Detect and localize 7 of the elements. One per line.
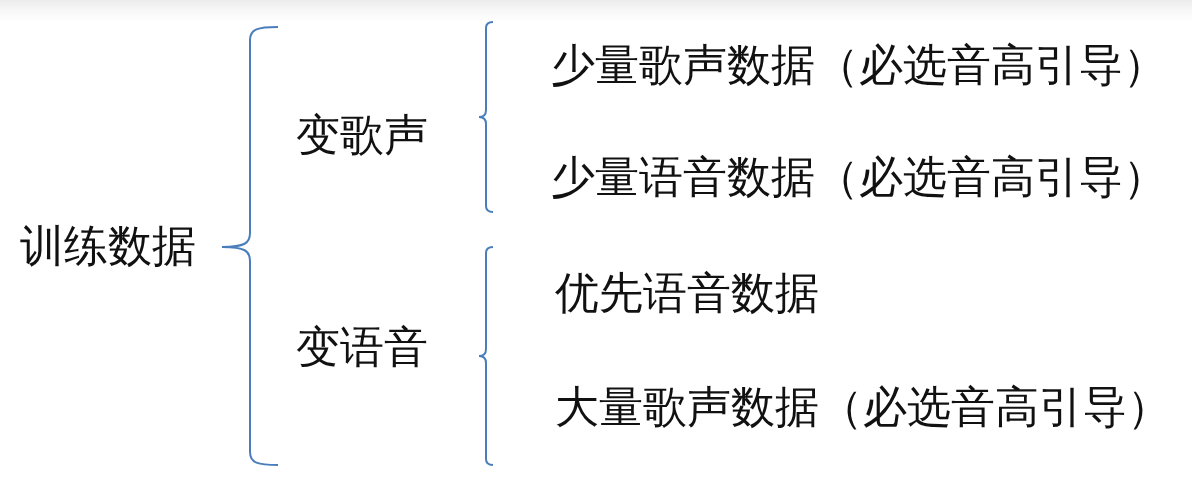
item-label: 少量语音数据（必选音高引导） <box>551 155 1167 199</box>
category-label: 变语音 <box>296 325 428 369</box>
item-label: 大量歌声数据（必选音高引导） <box>555 385 1171 429</box>
item-label: 优先语音数据 <box>555 271 819 315</box>
category-label: 变歌声 <box>296 113 428 157</box>
item-label: 少量歌声数据（必选音高引导） <box>551 43 1167 87</box>
category-label: 训练数据 <box>20 224 196 268</box>
